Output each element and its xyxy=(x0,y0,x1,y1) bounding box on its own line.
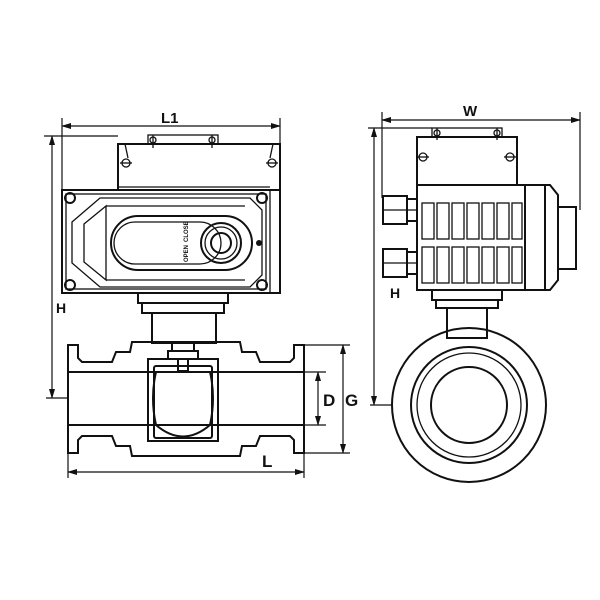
label-g: G xyxy=(345,391,358,410)
label-h-side: H xyxy=(390,285,400,301)
dial-text-open: OPEN xyxy=(184,245,190,262)
cooling-fins-lower xyxy=(421,246,523,284)
cooling-fins-upper xyxy=(421,202,523,240)
dimension-l1: L1 xyxy=(61,110,281,190)
front-view: L1 H xyxy=(44,110,358,478)
dimension-d: D xyxy=(304,371,335,426)
cable-gland-upper xyxy=(382,195,418,225)
screw-icon xyxy=(256,192,268,204)
mounting-bracket-side xyxy=(431,289,503,339)
valve-flange-side xyxy=(391,327,547,483)
position-indicator-dial xyxy=(200,222,242,264)
dimension-h-side: H xyxy=(368,127,432,406)
screw-icon xyxy=(64,192,76,204)
label-l: L xyxy=(262,452,272,471)
dial-text-close: CLOSE xyxy=(184,221,190,242)
valve-body-front xyxy=(67,341,305,457)
label-h-front: H xyxy=(56,300,66,316)
actuator-housing: CLOSE OPEN xyxy=(61,189,281,294)
mounting-bracket xyxy=(137,292,229,344)
dimension-w: W xyxy=(381,103,581,210)
indicator-dot-icon xyxy=(256,240,262,246)
dimension-h-front: H xyxy=(44,135,118,399)
actuator-top-cover-side xyxy=(416,127,518,186)
handwheel-cap xyxy=(557,206,577,270)
label-d: D xyxy=(323,391,335,410)
side-view: W H xyxy=(368,103,581,483)
label-w: W xyxy=(463,103,478,120)
dimension-g: G xyxy=(304,344,358,454)
dimension-l: L xyxy=(67,452,305,478)
label-l1: L1 xyxy=(161,110,179,127)
actuator-housing-side xyxy=(382,184,577,291)
screw-icon xyxy=(64,279,76,291)
screw-icon xyxy=(256,279,268,291)
cable-gland-lower xyxy=(382,248,418,278)
actuator-top-cover xyxy=(117,134,281,191)
